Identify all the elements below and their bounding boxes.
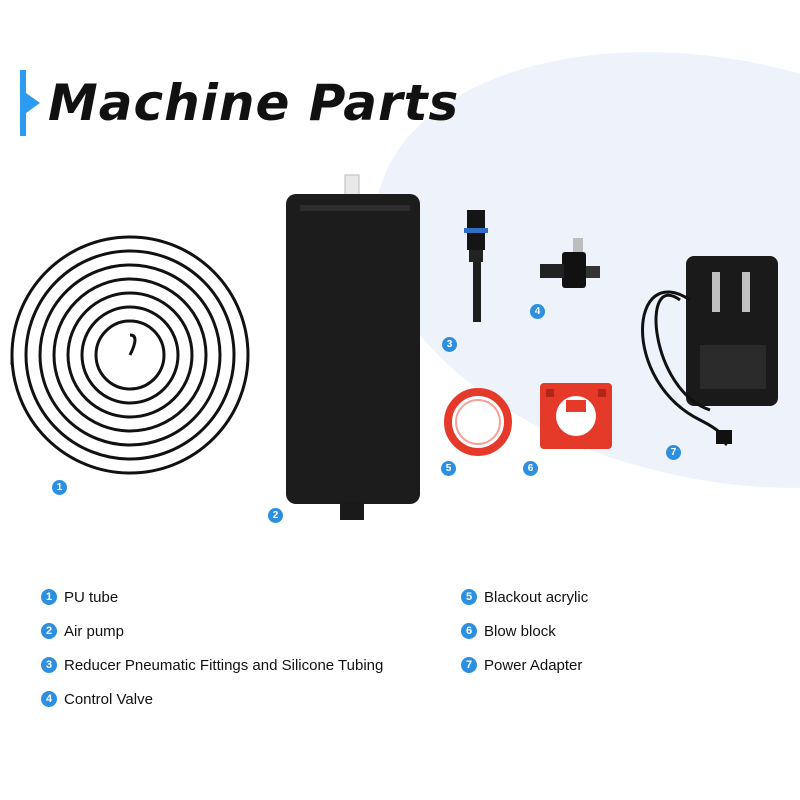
legend-item: 2 Air pump [41,619,124,643]
legend-number-badge: 3 [41,657,57,673]
control-valve-image [540,238,600,288]
legend-number-badge: 1 [41,589,57,605]
badge-3: 3 [442,337,457,352]
blow-block-image [540,383,612,449]
badge-5: 5 [441,461,456,476]
air-pump-image [286,174,420,520]
reducer-fitting-image [464,210,488,322]
legend-label: Control Valve [64,690,153,708]
legend-label: Blow block [484,622,556,640]
legend-item: 4 Control Valve [41,687,153,711]
legend-item: 1 PU tube [41,585,118,609]
badge-2: 2 [268,508,283,523]
legend-number-badge: 7 [461,657,477,673]
legend-label: Air pump [64,622,125,640]
page-header: Machine Parts [20,68,480,138]
legend-number-badge: 2 [41,623,57,639]
blackout-acrylic-ring-image [444,388,512,456]
legend-item: 6 Blow block [461,619,556,643]
legend-label: PU tube [64,588,119,606]
legend-item: 3 Reducer Pneumatic Fittings and Silicon… [41,653,383,677]
legend-item: 7 Power Adapter [461,653,582,677]
legend-number-badge: 5 [461,589,477,605]
legend-label: Power Adapter [484,656,583,674]
parts-illustration [10,174,778,520]
legend-label: Blackout acrylic [484,588,589,606]
badge-1: 1 [52,480,67,495]
header-chevron-icon [26,93,40,113]
legend-number-badge: 4 [41,691,57,707]
badge-6: 6 [523,461,538,476]
power-adapter-image [641,256,778,447]
legend-number-badge: 6 [461,623,477,639]
legend-item: 5 Blackout acrylic [461,585,588,609]
page-title: Machine Parts [48,74,460,132]
header-accent-bar [20,70,26,136]
legend-label: Reducer Pneumatic Fittings and Silicone … [64,656,384,674]
badge-7: 7 [666,445,681,460]
badge-4: 4 [530,304,545,319]
pu-tube-coil-image [10,235,250,475]
